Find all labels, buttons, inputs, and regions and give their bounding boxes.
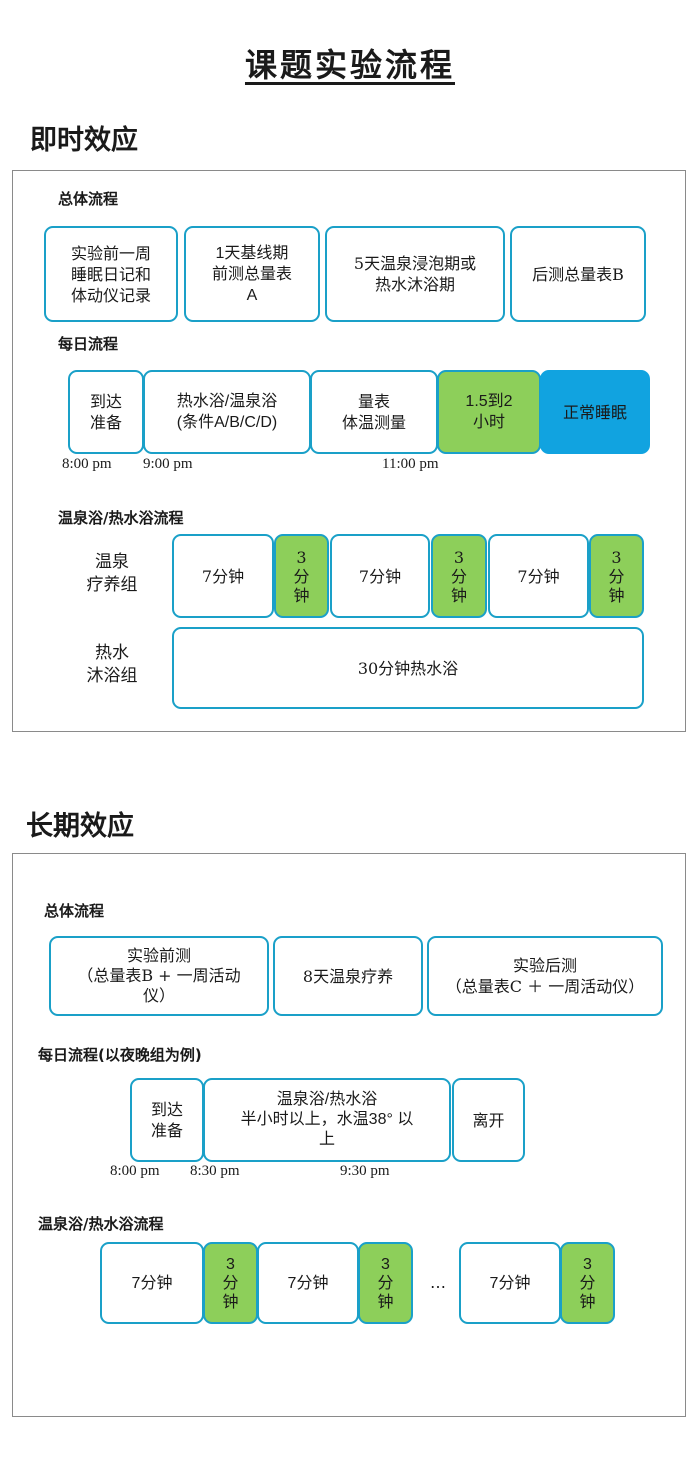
immediate-daily-step-measure: 量表 体温测量 [310, 370, 438, 454]
hotwater-step: 30分钟热水浴 [172, 627, 644, 709]
immediate-time-0: 8:00 pm [62, 456, 112, 472]
section-title-immediate: 即时效应 [30, 125, 138, 156]
longterm-overall-label: 总体流程 [44, 902, 105, 920]
hotspring-step-4: 3 分 钟 [431, 534, 487, 618]
immediate-overall-step-2: 1天基线期 前测总量表 A [184, 226, 320, 322]
hotwater-group-label: 热水 沐浴组 [86, 643, 138, 686]
longterm-bath-step-5: 7分钟 [459, 1242, 561, 1324]
longterm-bath-step-4: 3 分 钟 [358, 1242, 413, 1324]
hotspring-step-6: 3 分 钟 [589, 534, 644, 618]
longterm-daily-step-arrive: 到达 准备 [130, 1078, 204, 1162]
longterm-overall-step-1: 实验前测 （总量表B + 一周活动 仪） [49, 936, 269, 1016]
longterm-daily-label: 每日流程(以夜晚组为例) [38, 1046, 202, 1064]
immediate-overall-step-4: 后测总量表B [510, 226, 646, 322]
immediate-daily-step-wait: 1.5到2 小时 [437, 370, 541, 454]
hotspring-group-label: 温泉 疗养组 [86, 552, 138, 595]
longterm-bath-step-1: 7分钟 [100, 1242, 204, 1324]
longterm-bath-step-6: 3 分 钟 [560, 1242, 615, 1324]
immediate-daily-step-bath: 热水浴/温泉浴 (条件A/B/C/D) [143, 370, 311, 454]
immediate-bath-label: 温泉浴/热水浴流程 [58, 509, 184, 527]
hotspring-step-5: 7分钟 [488, 534, 589, 618]
longterm-overall-step-2: 8天温泉疗养 [273, 936, 423, 1016]
immediate-overall-step-3: 5天温泉浸泡期或 热水沐浴期 [325, 226, 505, 322]
immediate-daily-step-sleep: 正常睡眠 [540, 370, 650, 454]
longterm-bath-step-3: 7分钟 [257, 1242, 359, 1324]
longterm-time-2: 9:30 pm [340, 1163, 390, 1179]
hotspring-step-3: 7分钟 [330, 534, 430, 618]
immediate-overall-label: 总体流程 [58, 190, 119, 208]
hotspring-step-2: 3 分 钟 [274, 534, 329, 618]
hotspring-step-1: 7分钟 [172, 534, 274, 618]
longterm-time-0: 8:00 pm [110, 1163, 160, 1179]
longterm-time-1: 8:30 pm [190, 1163, 240, 1179]
immediate-daily-step-arrive: 到达 准备 [68, 370, 144, 454]
immediate-time-2: 11:00 pm [382, 456, 439, 472]
longterm-bath-ellipsis: … [430, 1273, 446, 1292]
immediate-time-1: 9:00 pm [143, 456, 193, 472]
longterm-overall-step-3: 实验后测 （总量表C ＋ 一周活动仪） [427, 936, 663, 1016]
longterm-daily-step-bath: 温泉浴/热水浴 半小时以上，水温38° 以 上 [203, 1078, 451, 1162]
immediate-overall-step-1: 实验前一周 睡眠日记和 体动仪记录 [44, 226, 178, 322]
longterm-daily-step-leave: 离开 [452, 1078, 525, 1162]
section-title-longterm: 长期效应 [26, 811, 134, 842]
immediate-daily-label: 每日流程 [58, 335, 119, 353]
page-title: 课题实验流程 [244, 46, 455, 84]
longterm-bath-step-2: 3 分 钟 [203, 1242, 258, 1324]
longterm-bath-label: 温泉浴/热水浴流程 [38, 1215, 164, 1233]
